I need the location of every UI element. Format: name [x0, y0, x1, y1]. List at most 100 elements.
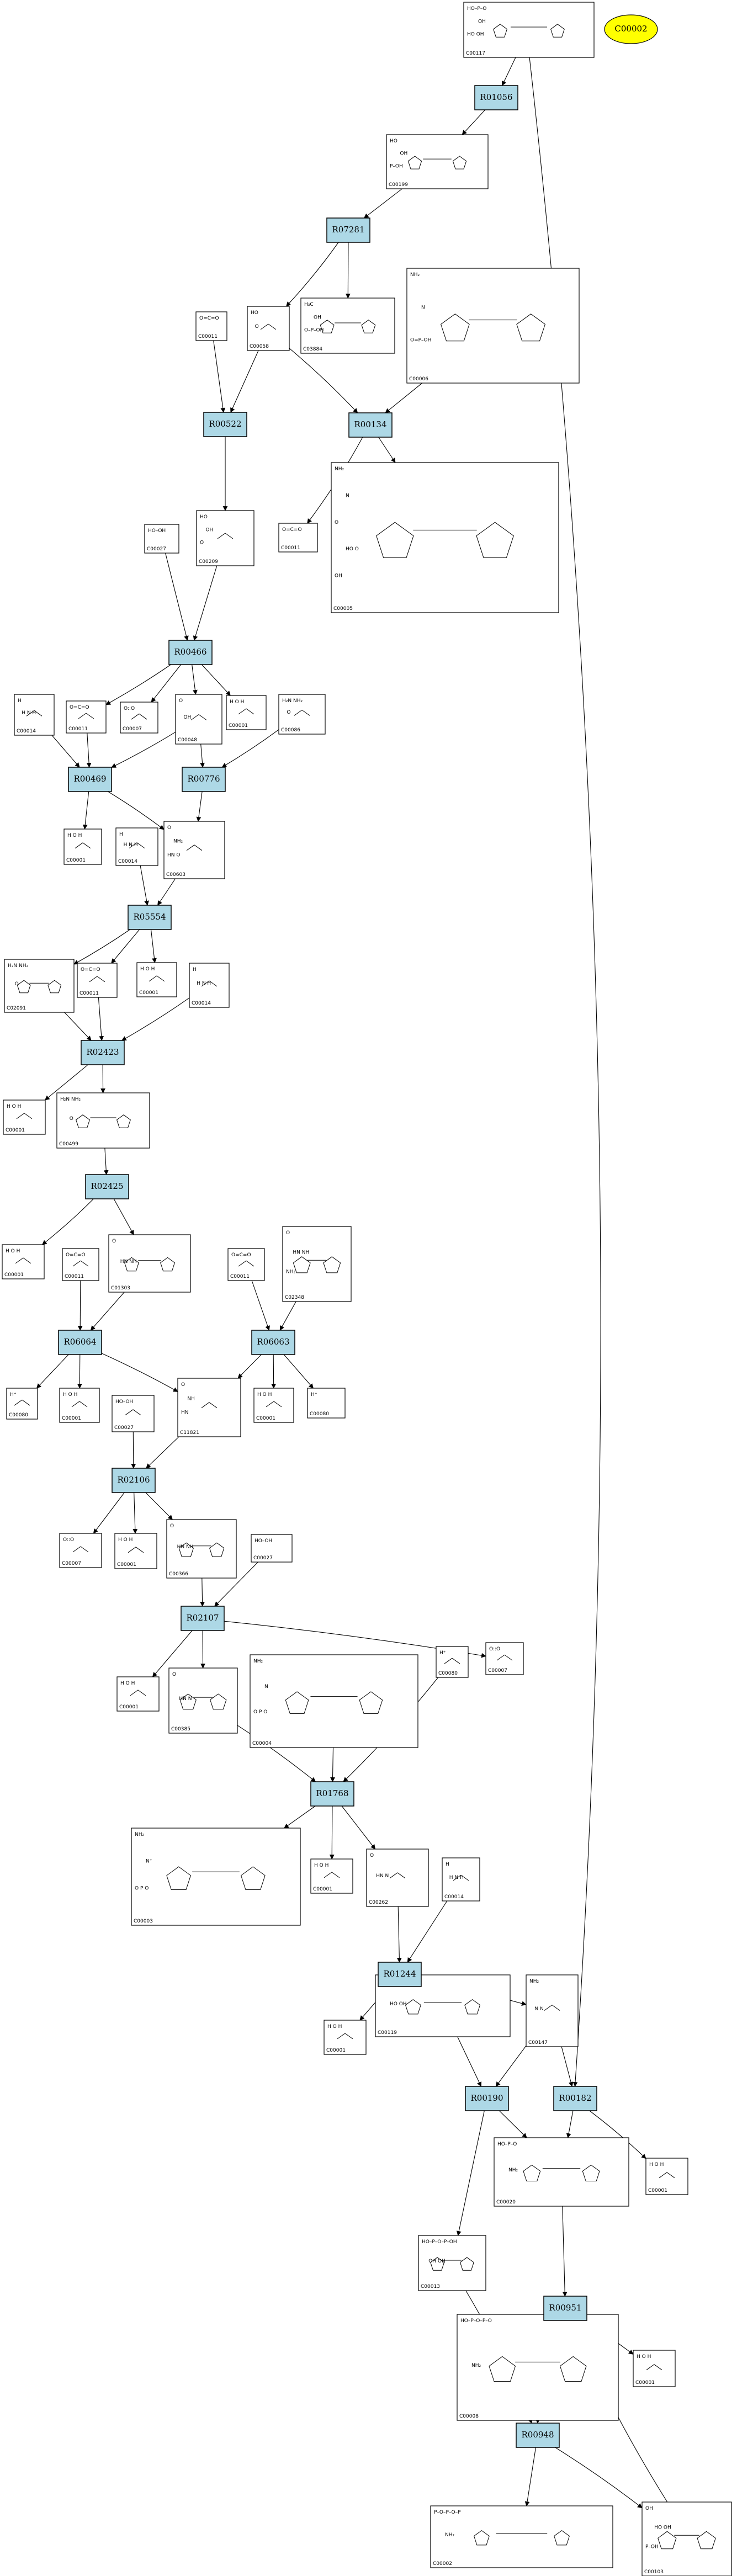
structure-drawing [266, 1401, 282, 1407]
edge-arrow [41, 1198, 94, 1245]
reaction-node[interactable]: R00134 [348, 412, 393, 438]
reaction-node[interactable]: R02107 [181, 1606, 225, 1631]
reaction-node[interactable]: R06064 [58, 1330, 102, 1355]
edge-arrow [113, 1198, 134, 1235]
reaction-id-label: R01244 [383, 1969, 416, 1979]
edge-arrow [213, 340, 226, 413]
compound-box [278, 694, 326, 735]
compound-node[interactable]: H⁺C00080 [6, 1388, 38, 1420]
reaction-node[interactable]: R06063 [251, 1330, 295, 1355]
reaction-node[interactable]: R01244 [378, 1962, 422, 1987]
reaction-node[interactable]: R01056 [474, 85, 518, 110]
structure-atom-label: H₂N NH₂ [60, 1097, 81, 1102]
reaction-node[interactable]: R01768 [310, 1781, 354, 1807]
reaction-node[interactable]: R00466 [168, 640, 213, 665]
compound-node[interactable]: H⁺C00080 [307, 1388, 346, 1419]
structure-atom-label: O=C=O [282, 527, 302, 533]
reaction-node[interactable]: R02425 [85, 1174, 129, 1199]
reaction-node[interactable]: R00951 [543, 2296, 587, 2321]
compound-box [14, 694, 55, 736]
compound-id-label: C00014 [118, 859, 137, 864]
compound-node[interactable]: H⁺C00080 [436, 1646, 469, 1678]
compound-id-label: C00199 [389, 182, 408, 188]
reaction-node[interactable]: R00182 [553, 2086, 597, 2111]
reaction-node[interactable]: R02423 [81, 1040, 125, 1065]
structure-atom-label: H O H [118, 1537, 132, 1543]
structure-atom-label: P–O–P–O–P [434, 2510, 461, 2515]
reaction-id-label: R01768 [316, 1788, 348, 1798]
reaction-node[interactable]: R00190 [465, 2086, 509, 2111]
reaction-node[interactable]: R07281 [326, 217, 370, 243]
edge-arrow [562, 2206, 568, 2297]
reaction-node[interactable]: R00469 [68, 767, 112, 792]
reaction-node[interactable]: R05554 [128, 905, 172, 930]
legend-compound-node[interactable]: C00002 [604, 14, 658, 44]
edge-arrow [165, 553, 189, 641]
edge-arrow [363, 188, 402, 219]
edge-arrow [286, 242, 339, 307]
reaction-node[interactable]: R00948 [516, 2423, 560, 2448]
reaction-node[interactable]: R00776 [182, 767, 226, 792]
reaction-node[interactable]: R00522 [203, 412, 247, 437]
reaction-node[interactable]: R02106 [112, 1468, 156, 1493]
reaction-box [81, 1040, 125, 1065]
edge-arrow [146, 1436, 179, 1469]
structure-drawing [149, 975, 165, 982]
